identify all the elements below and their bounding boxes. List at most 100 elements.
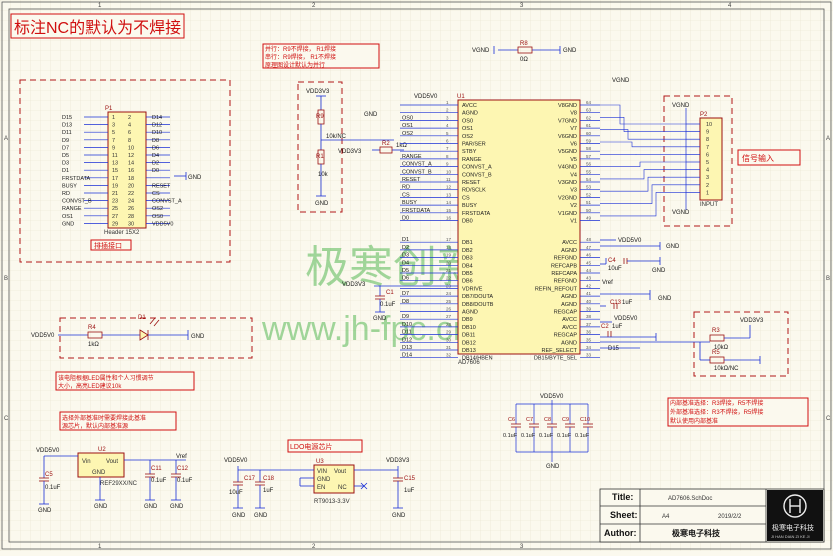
u1-right-pin-name: V8 <box>570 111 577 117</box>
decoupling-cap-value: 0.1uF <box>503 433 518 439</box>
u1-left-net-label: RANGE <box>402 154 422 160</box>
u1-right-pin-name: V1 <box>570 219 577 225</box>
u1-left-net-label: D1 <box>402 237 409 243</box>
p1-gnd-label: GND <box>188 175 202 181</box>
tb-date: 2019/2/2 <box>718 514 742 520</box>
u1-right-pin-number: 57 <box>586 154 592 159</box>
u1-left-pin-name: DB14/HBEN <box>462 356 493 362</box>
p2-pin-number: 8 <box>706 137 709 143</box>
tb-author-label: Author: <box>604 528 637 538</box>
decoupling-cap-ref: C8 <box>544 417 551 423</box>
p1-right-net-label: D6 <box>152 145 159 151</box>
u1-right-pin-name: AGND <box>561 302 577 308</box>
u1-left-net-label: D5 <box>402 268 409 274</box>
u3-gnd-3: GND <box>392 513 406 519</box>
u1-left-pin-number: 18 <box>446 245 452 250</box>
p2-bottom-net: VGND <box>672 210 690 216</box>
u1-left-net-label: D8 <box>402 299 409 305</box>
u1-right-pin-number: 56 <box>586 162 592 167</box>
u1-left-pin-number: 17 <box>446 237 452 242</box>
p1-right-pin-number: 8 <box>128 138 131 144</box>
u1-left-pin-name: AVCC <box>462 103 477 109</box>
c11-ref: C11 <box>151 466 162 472</box>
c12-ref: C12 <box>177 466 189 472</box>
p1-right-pin-number: 30 <box>128 221 134 227</box>
p2-pin-number: 5 <box>706 160 709 166</box>
r1-value: 10k <box>318 172 329 178</box>
u1-left-pin-name: DB1 <box>462 240 473 246</box>
p1-right-net-label: OS2 <box>152 206 163 212</box>
u1-left-pin-name: DB7/DOUTA <box>462 294 493 300</box>
u1-left-pin-number: 13 <box>446 192 452 197</box>
note-header-port: 排插接口 <box>94 241 122 250</box>
decoupling-cap-value: 0.1uF <box>557 433 572 439</box>
u2-part: REF29XX/NC <box>100 481 138 487</box>
u1-left-pin-name: DB8/DOUTB <box>462 302 494 308</box>
gnd-label-c3b: GND <box>652 268 666 274</box>
u1-left-pin-number: 11 <box>446 177 451 182</box>
u1-right-pin-number: 52 <box>586 192 592 197</box>
u2-vin-pin: Vin <box>82 459 91 465</box>
u1-left-net-label: BUSY <box>402 200 417 206</box>
u1-left-pin-name: STBY <box>462 149 477 155</box>
u2-ref: U2 <box>98 447 106 453</box>
u1-left-pin-name: OS2 <box>462 134 473 140</box>
u2-gnd-1: GND <box>38 508 52 514</box>
decoupling-cap-ref: C6 <box>508 417 515 423</box>
u1-avcc-net: VDD5V0 <box>414 94 438 100</box>
decoupling-cap-value: 0.1uF <box>521 433 536 439</box>
u1-ref: U1 <box>457 94 465 100</box>
r9-ref: R9 <box>316 114 324 120</box>
u3-pin-nc: NC <box>338 485 347 491</box>
p2-top-net: VGND <box>672 103 690 109</box>
r4-ref: R4 <box>88 325 96 331</box>
u1-left-pin-name: OS1 <box>462 126 473 132</box>
c18-value: 1uF <box>263 488 274 494</box>
p1-left-pin-number: 5 <box>112 130 115 136</box>
u1-right-pin-number: 42 <box>586 283 592 288</box>
u1-left-net-label: RD <box>402 185 410 191</box>
u1-left-pin-name: DB2 <box>462 248 473 254</box>
u1-right-pin-number: 64 <box>586 100 592 105</box>
u1-right-pin-number: 46 <box>586 253 592 258</box>
u1-vgnd-label: VGND <box>612 78 630 84</box>
u3-pin-vout: Vout <box>334 469 346 475</box>
u1-right-pin-name: V7 <box>570 126 577 132</box>
u1-left-pin-name: DB10 <box>462 325 476 331</box>
u1-left-pin-number: 25 <box>446 299 452 304</box>
u2-net-in: VDD5V0 <box>36 448 60 454</box>
p1-left-pin-number: 3 <box>112 123 115 129</box>
u3-net-out: VDD3V3 <box>386 458 410 464</box>
p1-left-pin-number: 17 <box>112 176 118 182</box>
r2-ref: R2 <box>382 141 390 147</box>
p1-right-pin-number: 28 <box>128 214 134 220</box>
u1-right-pin-name: DB15/BYTE_SEL <box>534 356 577 362</box>
zone-right-A: A <box>826 136 830 142</box>
u2-gnd-3: GND <box>144 504 158 510</box>
c11-value: 0.1uF <box>151 478 167 484</box>
p2-pin-number: 4 <box>706 168 709 174</box>
u1-left-pin-name: DB12 <box>462 340 476 346</box>
u1-right-pin-number: 59 <box>586 139 592 144</box>
u1-left-pin-number: 16 <box>446 216 452 221</box>
c1-ref: C1 <box>386 290 394 296</box>
p2-pin-number: 3 <box>706 175 709 181</box>
u1-left-pin-name: RESET <box>462 180 481 186</box>
decoupling-gnd: GND <box>546 464 560 470</box>
p1-right-net-label: D0 <box>152 168 159 174</box>
u1-left-pin-name: AGND <box>462 111 478 117</box>
zone-right-B: B <box>826 276 830 282</box>
c15-value: 1uF <box>404 488 415 494</box>
p1-left-pin-number: 11 <box>112 153 118 159</box>
u1-right-pin-number: 55 <box>586 169 592 174</box>
u1-left-pin-name: DB13 <box>462 348 476 354</box>
u1-right-pin-name: V6GND <box>558 134 577 140</box>
u1-left-pin-name: DB5 <box>462 271 473 277</box>
u1-left-pin-number: 10 <box>446 169 452 174</box>
decoupling-net: VDD5V0 <box>540 394 564 400</box>
u1-right-pin-name: REF_SELECT <box>542 348 578 354</box>
u1-left-pin-name: RD/SCLK <box>462 188 486 194</box>
p1-left-net-label: BUSY <box>62 183 77 189</box>
c3-net: GND <box>666 244 680 250</box>
